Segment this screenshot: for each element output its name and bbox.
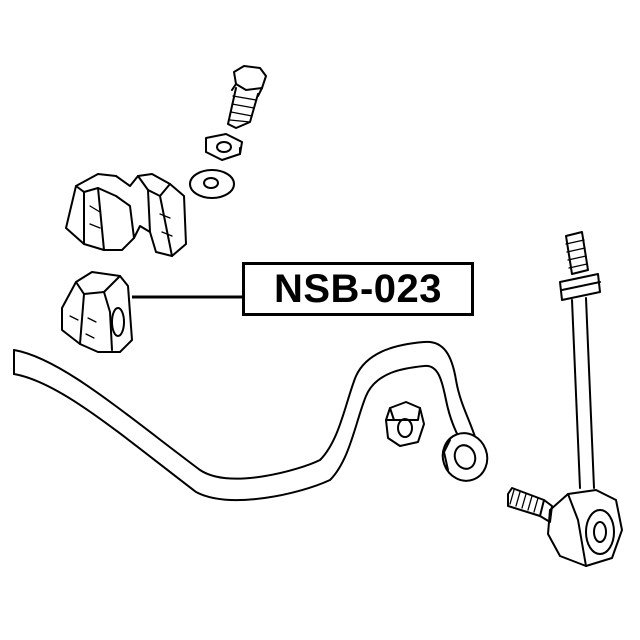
spring-washer xyxy=(205,133,243,161)
bracket-clamp xyxy=(65,173,187,257)
retaining-nut xyxy=(385,401,425,447)
flat-washer xyxy=(189,169,235,199)
part-number-label: NSB-023 xyxy=(242,262,474,316)
stabilizer-bushing xyxy=(61,271,133,353)
bar-end-eye xyxy=(441,432,489,482)
mounting-bolt xyxy=(227,65,267,129)
stabilizer-link xyxy=(507,231,623,567)
stabilizer-bar xyxy=(13,340,477,501)
